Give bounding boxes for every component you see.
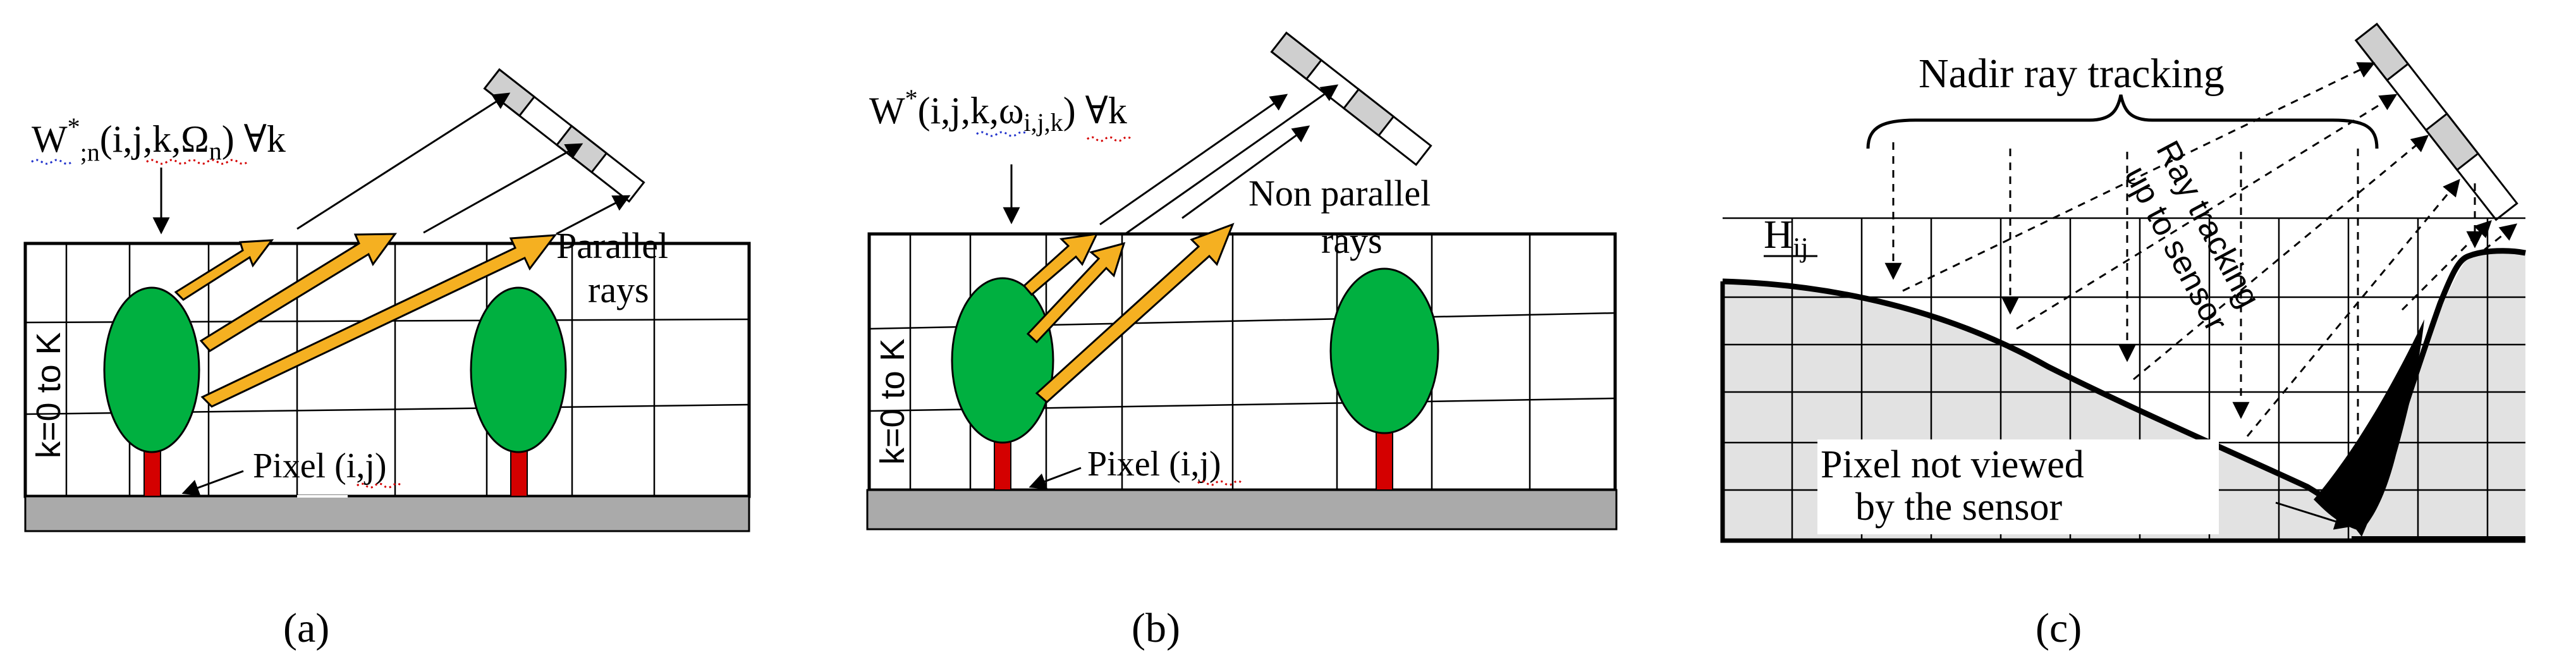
caption-b: (b) [1132, 605, 1180, 651]
ray-b-thin-1 [1099, 94, 1288, 226]
rays-label-a-1: Parallel [556, 225, 668, 266]
layer-label-a: k=0 to K [30, 332, 68, 458]
caption-c: (c) [2036, 605, 2082, 651]
formula-b: W*(i,j,k,ωi,j,k) ∀k [869, 84, 1127, 137]
hidden-pixel-pointer [2275, 501, 2352, 530]
ray-b-1 [1022, 233, 1099, 297]
tree-b-right [1329, 267, 1439, 491]
ray-a-thin-3 [556, 195, 631, 235]
pixel-pointer-a [181, 470, 244, 496]
spell-underline-a1 [31, 159, 73, 165]
ray-b-thin-2 [1125, 84, 1339, 235]
sensor-a [483, 68, 645, 203]
sensor-rays [1902, 62, 2518, 437]
ray-a-1 [174, 239, 274, 301]
sensor-c [2354, 22, 2518, 221]
nadir-brace [1866, 94, 2379, 149]
height-label: Hij [1764, 212, 1809, 263]
rays-label-b-2: rays [1321, 220, 1383, 261]
ray-b-thin-3 [1181, 125, 1310, 219]
hidden-label-2: by the sensor [1855, 486, 2063, 529]
caption-a: (a) [283, 605, 329, 651]
hidden-label-bg [1817, 439, 2219, 534]
spell-underline-b1 [976, 131, 1028, 137]
pixel-label-b: Pixel (i,j) [1087, 444, 1221, 484]
ray-b-3 [1035, 223, 1235, 404]
nadir-rays [1884, 142, 2484, 482]
rays-label-b-1: Non parallel [1248, 173, 1431, 214]
panel-a: W*;n(i,j,k,Ωn) ∀k k=0 to K Pixel (i,j) P… [23, 68, 751, 651]
spell-underline-b2 [1087, 136, 1132, 142]
nadir-title: Nadir ray tracking [1919, 51, 2225, 97]
ray-b-2 [1026, 242, 1126, 344]
pixel-label-a: Pixel (i,j) [253, 446, 387, 486]
layer-label-b: k=0 to K [874, 338, 912, 465]
ground-b [866, 489, 1618, 530]
tree-b-left [951, 277, 1054, 491]
terrain-profile [1722, 248, 2526, 537]
ray-a-thin-1 [296, 92, 511, 230]
ray-a-thin-2 [423, 143, 583, 234]
rays-label-a-2: rays [588, 269, 649, 310]
ground-a [24, 495, 750, 532]
occluded-region [2314, 319, 2424, 531]
tree-a-right [470, 286, 567, 497]
spell-underline-a2 [146, 159, 248, 165]
terrain-frame [1720, 281, 2525, 543]
panel-b: W*(i,j,k,ωi,j,k) ∀k k=0 to K Pixel (i,j)… [866, 31, 1618, 651]
ray-a-3 [200, 234, 558, 408]
hidden-label-1: Pixel not viewed [1821, 443, 2084, 486]
sensor-b [1270, 31, 1432, 166]
pixel-pointer-b [1029, 467, 1082, 490]
ray-a-2 [199, 233, 397, 352]
tree-a-left [103, 286, 200, 497]
panel-c: Nadir ray tracking Hij Ray tracking up t… [1720, 22, 2526, 651]
formula-a: W*;n(i,j,k,Ωn) ∀k [32, 113, 286, 166]
